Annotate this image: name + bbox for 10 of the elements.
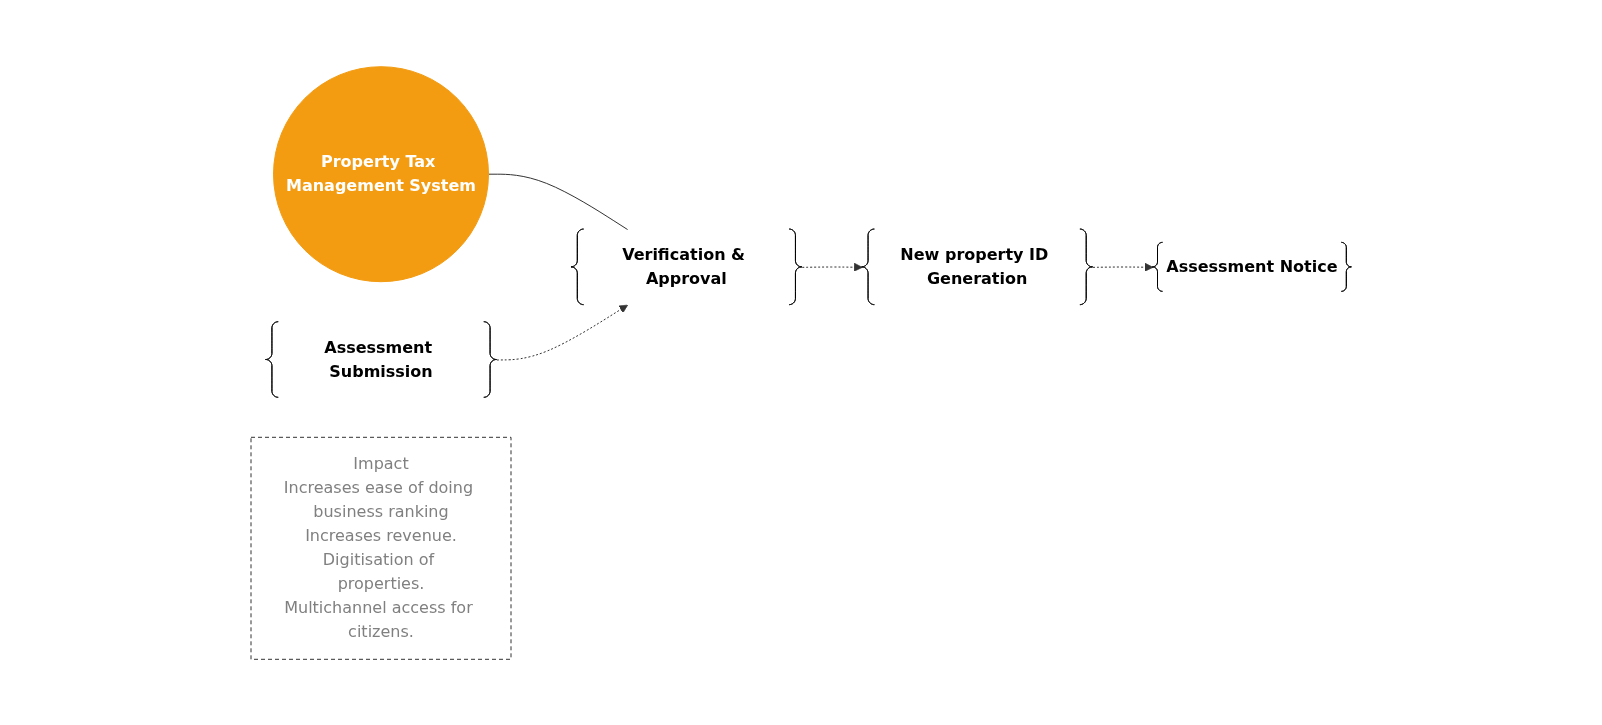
node-text: Verification & Approval bbox=[621, 244, 745, 288]
arrow bbox=[496, 304, 628, 360]
node-circle: Property Tax Management System bbox=[272, 65, 489, 282]
arrow bbox=[1092, 262, 1154, 272]
node-box: Impact Increases ease of doing business ranking Increases revenue. Digitisation of properties. Multichannel access for citizens. bbox=[250, 436, 512, 660]
node-text: New property ID Generation bbox=[900, 244, 1049, 288]
arrow bbox=[801, 262, 863, 272]
node-text: Assessment Notice bbox=[1166, 256, 1338, 276]
connector bbox=[487, 173, 628, 230]
node-text: Assessment Submission bbox=[324, 337, 433, 380]
